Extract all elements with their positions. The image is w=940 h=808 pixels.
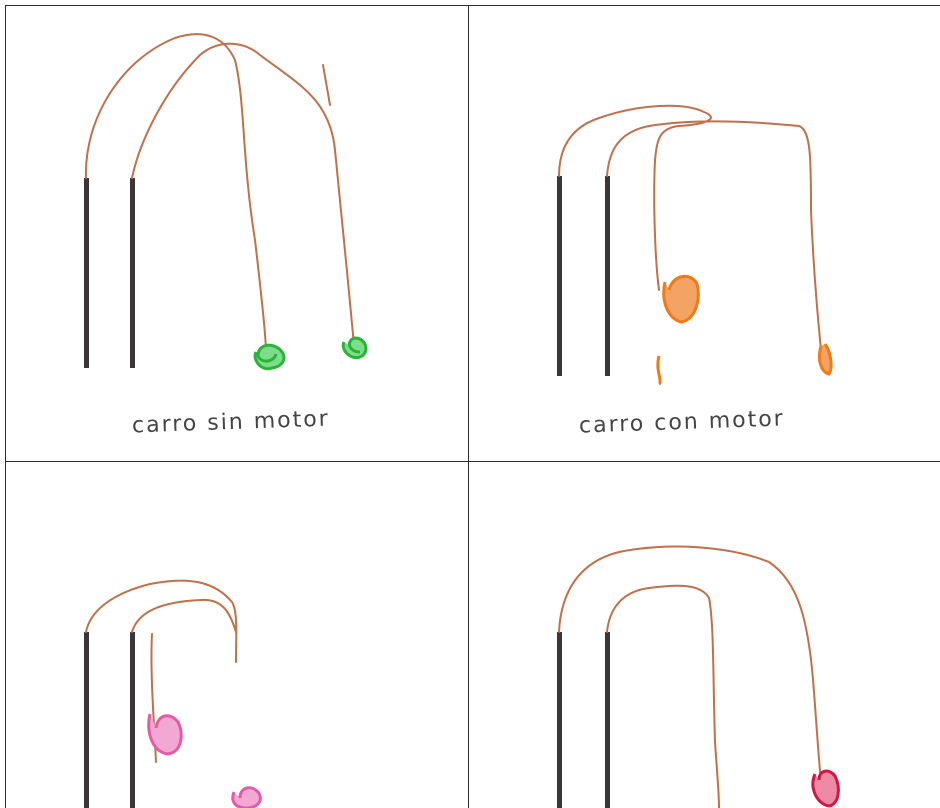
- track-outer: [86, 581, 236, 662]
- track-inner: [607, 121, 821, 350]
- drawing-panel-1: carro sin motor: [0, 0, 468, 461]
- crayon-drawing-3: [0, 462, 468, 808]
- drawing-panel-4: [469, 462, 940, 808]
- track-mark: [323, 65, 330, 105]
- post-left: [84, 632, 89, 808]
- post-right: [130, 178, 135, 368]
- post-left: [557, 632, 562, 808]
- drawing-panel-3: [0, 462, 468, 808]
- drawing-panel-2: carro con motor: [469, 0, 940, 461]
- post-left: [84, 178, 89, 368]
- crayon-drawing-1: [0, 0, 468, 461]
- post-right: [130, 632, 135, 808]
- post-right: [605, 632, 610, 808]
- ball-left: [658, 276, 698, 384]
- ball-right: [813, 771, 838, 806]
- ball-right: [819, 344, 831, 374]
- ball-right: [233, 788, 261, 808]
- post-left: [557, 176, 562, 376]
- track-inner: [132, 44, 354, 345]
- track-outer: [559, 547, 821, 782]
- track-inner: [132, 600, 236, 762]
- track-outer: [559, 106, 711, 290]
- crayon-drawing-2: [469, 0, 940, 461]
- crayon-drawing-4: [469, 462, 940, 808]
- track-inner: [607, 586, 719, 808]
- post-right: [605, 176, 610, 376]
- ball-left: [255, 345, 284, 369]
- ball-right: [343, 338, 366, 358]
